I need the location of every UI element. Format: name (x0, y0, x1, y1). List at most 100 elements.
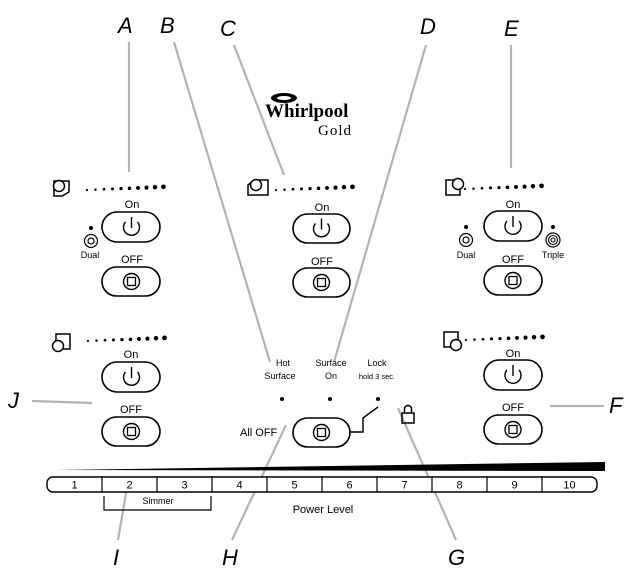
lock-label-line1: Lock (367, 358, 387, 368)
indicator-dot (85, 188, 89, 192)
dual-indicator-light (89, 226, 93, 230)
left-front-on-button[interactable] (101, 361, 161, 393)
indicator-dot (144, 185, 149, 190)
triple-indicator-light (551, 225, 555, 229)
power-level-key-7[interactable]: 7 (376, 477, 432, 492)
power-level-key-4[interactable]: 4 (211, 477, 267, 492)
brand-subname: Gold (318, 123, 352, 139)
indicator-dot (350, 184, 355, 190)
power-level-number: 1 (71, 480, 77, 492)
left-rear-off-button[interactable] (101, 266, 161, 297)
indicator-dot (86, 339, 90, 343)
triple-label: Triple (542, 250, 564, 260)
callout-a: A (116, 13, 133, 38)
callout-g: G (448, 545, 465, 570)
indicator-dot (128, 337, 133, 342)
power-level-number: 6 (346, 480, 352, 492)
left-front-indicator-dots (86, 335, 167, 343)
left-rear-off-label: OFF (121, 254, 143, 266)
burner-left-front-icon (51, 333, 71, 353)
indicator-dot (316, 186, 321, 191)
right-front-off-button[interactable] (483, 414, 543, 445)
power-level-key-10[interactable]: 10 (541, 477, 597, 492)
brand-logo: Whirlpool Gold (265, 93, 352, 139)
indicator-dot (137, 336, 141, 341)
callout-j: J (7, 388, 20, 413)
left-front-off-button[interactable] (101, 416, 161, 447)
callout-f: F (609, 393, 624, 418)
left-rear-on-button[interactable] (101, 211, 161, 243)
indicator-dot (291, 187, 295, 191)
indicator-dot (110, 187, 115, 191)
power-level-number: 3 (181, 480, 187, 492)
hot-surface-indicator-light (280, 397, 284, 401)
power-level-number: 5 (291, 480, 297, 492)
burner-center-rear-icon (247, 178, 269, 196)
indicator-dot (161, 184, 166, 190)
right-rear-indicator-dots (463, 183, 544, 191)
power-level-key-1[interactable]: 1 (47, 477, 102, 492)
indicator-dot (162, 335, 167, 341)
indicator-dot (127, 186, 132, 191)
left-front-controls: On OFF (101, 349, 161, 447)
surface-on-label-line2: On (325, 371, 337, 381)
center-rear-off-button[interactable] (292, 267, 351, 298)
indicator-dot (153, 335, 159, 341)
indicator-dot (103, 338, 107, 342)
right-front-on-button[interactable] (483, 359, 543, 391)
indicator-dot (514, 184, 518, 189)
power-level-key-8[interactable]: 8 (431, 477, 487, 492)
hot-surface-label-line2: Surface (264, 371, 295, 381)
indicator-dot (145, 336, 150, 341)
simmer-label: Simmer (143, 496, 174, 506)
burner-right-rear-icon (445, 177, 465, 196)
right-rear-off-button[interactable] (483, 265, 543, 296)
indicator-dot (102, 187, 106, 191)
dual-indicator-light (464, 225, 468, 229)
simmer-bracket (103, 496, 212, 511)
center-rear-on-button[interactable] (292, 213, 351, 244)
power-level-key-3[interactable]: 3 (156, 477, 212, 492)
indicator-dot (481, 337, 485, 341)
right-rear-off-label: OFF (502, 254, 524, 266)
power-level-key-5[interactable]: 5 (266, 477, 322, 492)
leader-j (31, 399, 93, 405)
indicator-dot (505, 185, 510, 190)
indicator-dot (119, 186, 123, 191)
off-square-icon (312, 273, 331, 292)
dual-label-right: Dual (457, 250, 476, 260)
power-icon (122, 367, 141, 386)
indicator-dot (531, 334, 537, 340)
indicator-dot (515, 335, 519, 340)
indicator-dot (274, 188, 278, 192)
power-level-key-2[interactable]: 2 (101, 477, 157, 492)
power-level-key-9[interactable]: 9 (486, 477, 542, 492)
all-off-button[interactable] (292, 417, 351, 448)
triple-ring-icon[interactable] (545, 232, 561, 248)
center-rear-off-label: OFF (311, 256, 333, 268)
dual-ring-icon[interactable] (83, 233, 99, 249)
power-icon (504, 216, 522, 235)
indicator-dot (94, 188, 97, 191)
right-rear-on-label: On (506, 199, 521, 211)
power-level-key-6[interactable]: 6 (321, 477, 377, 492)
indicator-dot (95, 339, 98, 342)
indicator-dot (341, 184, 347, 190)
burner-left-rear-icon (52, 179, 70, 197)
center-rear-controls: On OFF (292, 202, 351, 298)
callout-letters: A B C D E F G H I J (7, 13, 624, 570)
power-level-number: 9 (511, 480, 517, 492)
center-rear-on-label: On (315, 202, 330, 214)
right-front-on-label: On (506, 348, 521, 360)
indicator-dot (506, 336, 511, 341)
callout-h: H (222, 545, 238, 570)
surface-on-label-line1: Surface (315, 358, 346, 368)
indicator-dot (463, 187, 467, 191)
dual-ring-icon[interactable] (458, 232, 474, 248)
power-icon (312, 218, 331, 238)
right-rear-on-button[interactable] (483, 210, 543, 242)
indicator-dot (540, 334, 545, 340)
dual-label-left: Dual (81, 250, 100, 260)
